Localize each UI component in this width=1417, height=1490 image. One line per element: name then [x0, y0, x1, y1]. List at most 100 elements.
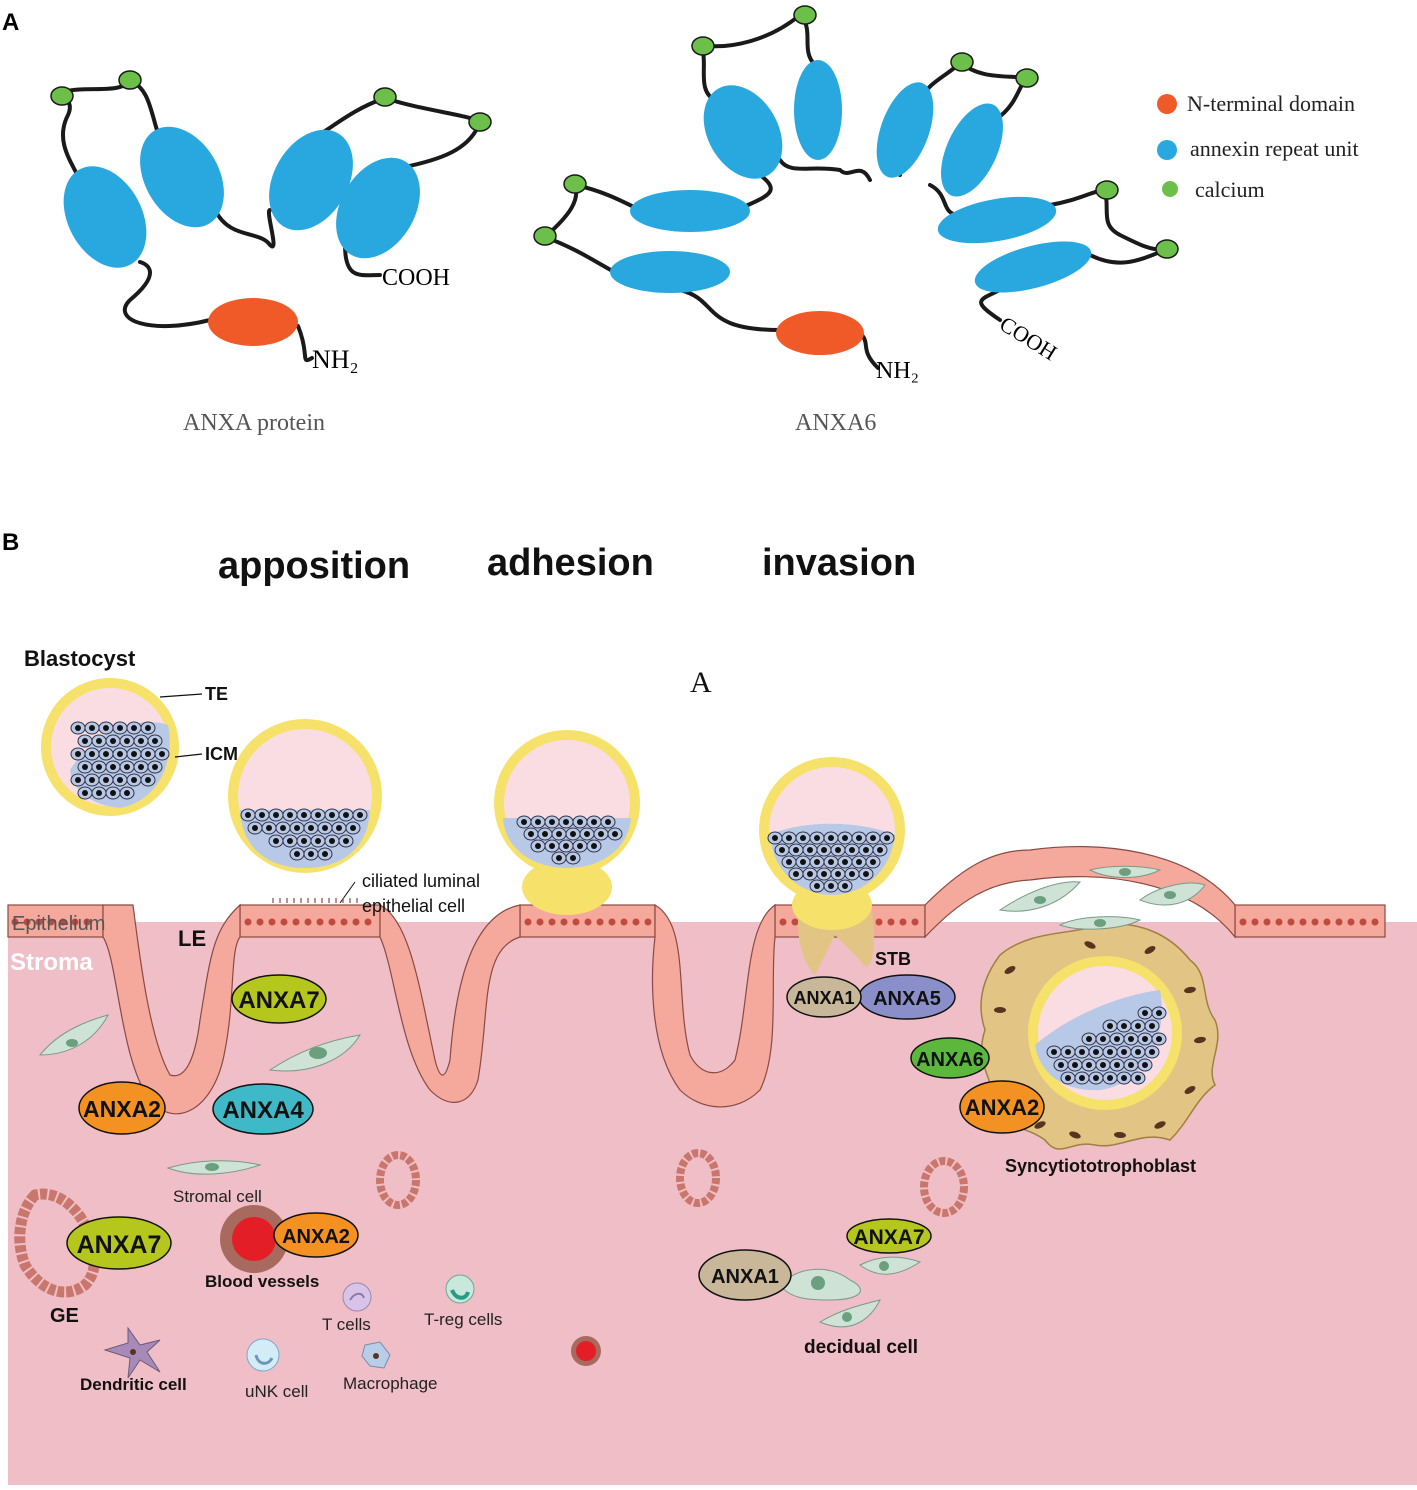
anxa2-vessel-badge: ANXA2 — [273, 1212, 359, 1258]
icm-cell — [105, 734, 121, 748]
blood-vessels-label: Blood vessels — [205, 1272, 319, 1291]
icm-cell — [1137, 1032, 1153, 1046]
macrophage-icon — [361, 1341, 391, 1369]
anxa5-badge: ANXA5 — [858, 974, 956, 1020]
icm-cell — [98, 747, 114, 761]
svg-text:ANXA7: ANXA7 — [77, 1231, 162, 1259]
icm-cell — [809, 879, 825, 893]
epithelial-nucleus — [11, 918, 19, 926]
svg-text:ANXA2: ANXA2 — [83, 1096, 161, 1122]
icm-cell — [809, 831, 825, 845]
icm-cell — [133, 734, 149, 748]
epithelial-nucleus — [292, 918, 300, 926]
icm-cell — [837, 855, 853, 869]
epithelial-nucleus — [632, 918, 640, 926]
icm-cell — [1081, 1058, 1097, 1072]
epithelial-nucleus — [1347, 918, 1355, 926]
epithelial-nucleus — [1251, 918, 1259, 926]
icm-label: ICM — [205, 744, 238, 764]
calcium-icon — [1015, 68, 1039, 88]
icm-cell — [1088, 1071, 1104, 1085]
calcium-icon — [533, 226, 557, 246]
ge-gland — [14, 1188, 100, 1298]
repeat-unit — [140, 126, 224, 228]
icm-cell — [119, 786, 135, 800]
epithelial-nucleus — [328, 918, 336, 926]
svg-text:ANXA2: ANXA2 — [965, 1095, 1040, 1120]
icm-cell — [119, 760, 135, 774]
epithelial-nucleus — [524, 918, 532, 926]
panel-b-label: B — [2, 529, 19, 556]
stromal-cell-label: Stromal cell — [173, 1187, 262, 1206]
repeat-unit — [876, 82, 934, 178]
icm-cell — [1116, 1071, 1132, 1085]
icm-cell — [91, 760, 107, 774]
icm-cell — [781, 855, 797, 869]
icm-cell — [1067, 1058, 1083, 1072]
icm-cell — [1053, 1058, 1069, 1072]
svg-text:ANXA1: ANXA1 — [711, 1266, 779, 1288]
stb-nucleus — [1154, 1121, 1166, 1129]
icm-cell — [795, 831, 811, 845]
icm-cell — [154, 747, 170, 761]
icm-pointer — [174, 753, 203, 758]
icm-cell — [851, 855, 867, 869]
icm-cell — [1109, 1058, 1125, 1072]
floating-letter: A — [690, 666, 712, 699]
icm-cell — [844, 843, 860, 857]
icm-cell — [296, 834, 312, 848]
icm-cell — [586, 815, 602, 829]
epithelial-nucleus — [1239, 918, 1247, 926]
nh2-label: NH₂ — [876, 358, 919, 384]
icm-cell — [593, 827, 609, 841]
legend-swatch-repeat — [1157, 140, 1177, 160]
stb-nucleus — [1069, 1131, 1081, 1139]
icm-cell — [140, 721, 156, 735]
icm-cell — [310, 834, 326, 848]
nh2-label: NH₂ — [312, 345, 359, 374]
icm-cell — [537, 827, 553, 841]
icm-cell — [1151, 1006, 1167, 1020]
icm-cell — [1074, 1071, 1090, 1085]
icm-cell — [1102, 1071, 1118, 1085]
icm-cell — [788, 843, 804, 857]
epithelial-nucleus — [1323, 918, 1331, 926]
legend-label: calcium — [1195, 177, 1265, 202]
icm-cell — [1137, 1006, 1153, 1020]
epithelium-label: Epithelium — [12, 913, 105, 935]
epithelial-nucleus — [244, 918, 252, 926]
svg-text:ANXA7: ANXA7 — [853, 1226, 924, 1249]
dendritic-cell-icon — [103, 1326, 161, 1379]
calcium-icon — [50, 86, 74, 106]
repeat-unit — [703, 85, 783, 179]
icm-cell — [112, 747, 128, 761]
epithelial-nucleus — [1371, 918, 1379, 926]
icm-cell — [865, 831, 881, 845]
icm-cell — [1095, 1032, 1111, 1046]
icm-cell — [126, 747, 142, 761]
blood-vessel-small — [571, 1336, 601, 1366]
icm-cell — [84, 747, 100, 761]
decidual-label: decidual cell — [804, 1337, 918, 1358]
anxa-protein-diagram: COOH NH₂ ANXA protein — [50, 70, 492, 436]
icm-cell — [551, 851, 567, 865]
icm-cell — [600, 815, 616, 829]
icm-cell — [823, 855, 839, 869]
icm-cell — [1151, 1032, 1167, 1046]
icm-cell — [809, 855, 825, 869]
icm-cell — [70, 721, 86, 735]
epithelial-nucleus — [791, 918, 799, 926]
epithelial-nucleus — [1335, 918, 1343, 926]
icm-cell — [774, 843, 790, 857]
icm-cell — [119, 734, 135, 748]
panel-a-label: A — [2, 9, 19, 36]
icm-cell — [112, 773, 128, 787]
epithelial-nucleus — [779, 918, 787, 926]
icm-cell — [268, 808, 284, 822]
icm-cell — [795, 855, 811, 869]
icm-cell — [70, 773, 86, 787]
epithelial-nucleus — [352, 918, 360, 926]
icm-cell — [147, 760, 163, 774]
icm-cell — [317, 847, 333, 861]
stage-adhesion: adhesion — [487, 542, 654, 584]
